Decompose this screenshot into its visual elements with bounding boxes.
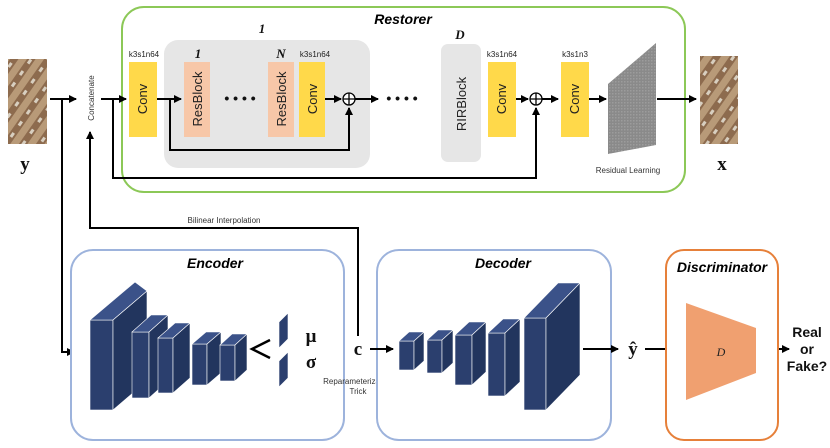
conv3-block: [488, 62, 516, 137]
residual-label: Residual Learning: [596, 166, 661, 175]
rirblock: [441, 44, 481, 162]
conv1-spec: k3s1n64: [129, 50, 160, 59]
rirblock-label: RIRBlock: [454, 76, 469, 131]
restorer-title: Restorer: [374, 11, 433, 27]
conv2-label: Conv: [305, 83, 320, 114]
resblock-first-index: 1: [195, 46, 202, 61]
dots-right: • • • •: [386, 90, 417, 106]
encoder-title: Encoder: [187, 255, 245, 271]
resblock-last-index: N: [275, 46, 286, 61]
residual-plane: [608, 43, 656, 154]
answer-line1: Real: [792, 324, 822, 340]
conv1-label: Conv: [135, 83, 150, 114]
decoder-title: Decoder: [475, 255, 533, 271]
conv2-block: [299, 62, 325, 137]
rir-index: D: [454, 27, 465, 42]
conv1-block: [129, 62, 157, 137]
reparam-line2: Trick: [349, 387, 367, 396]
answer-line2: or: [800, 341, 815, 357]
sigma-label: σ: [306, 352, 317, 373]
conv3-spec: k3s1n64: [487, 50, 518, 59]
output-label: x: [717, 154, 727, 175]
group-index: 1: [259, 21, 266, 36]
discriminator-title: Discriminator: [677, 259, 769, 275]
resblock-last: [268, 62, 294, 137]
decoder-layers: [398, 282, 581, 411]
resblock-last-label: ResBlock: [274, 71, 289, 126]
resblock-first: [184, 62, 210, 137]
c-label: c: [354, 339, 362, 360]
conv4-spec: k3s1n3: [562, 50, 588, 59]
interp-label: Bilinear Interpolation: [188, 216, 261, 225]
yhat-label: ŷ: [628, 339, 638, 360]
answer-line3: Fake?: [787, 358, 827, 374]
concatenate-label: Concatenate: [87, 75, 96, 121]
conv2-spec: k3s1n64: [300, 50, 331, 59]
mu-label: μ: [306, 326, 317, 347]
input-label: y: [20, 154, 30, 175]
encoder-layers: [89, 281, 289, 411]
discriminator-block: [686, 303, 756, 400]
output-image: [700, 56, 738, 144]
input-image: [8, 59, 47, 144]
conv3-label: Conv: [494, 83, 509, 114]
reparam-line1: Reparameterization: [323, 377, 393, 386]
resblock-first-label: ResBlock: [190, 71, 205, 126]
conv4-block: [561, 62, 589, 137]
conv4-label: Conv: [567, 83, 582, 114]
dots-left: • • • •: [224, 90, 255, 106]
discriminator-block-label: D: [716, 345, 726, 359]
